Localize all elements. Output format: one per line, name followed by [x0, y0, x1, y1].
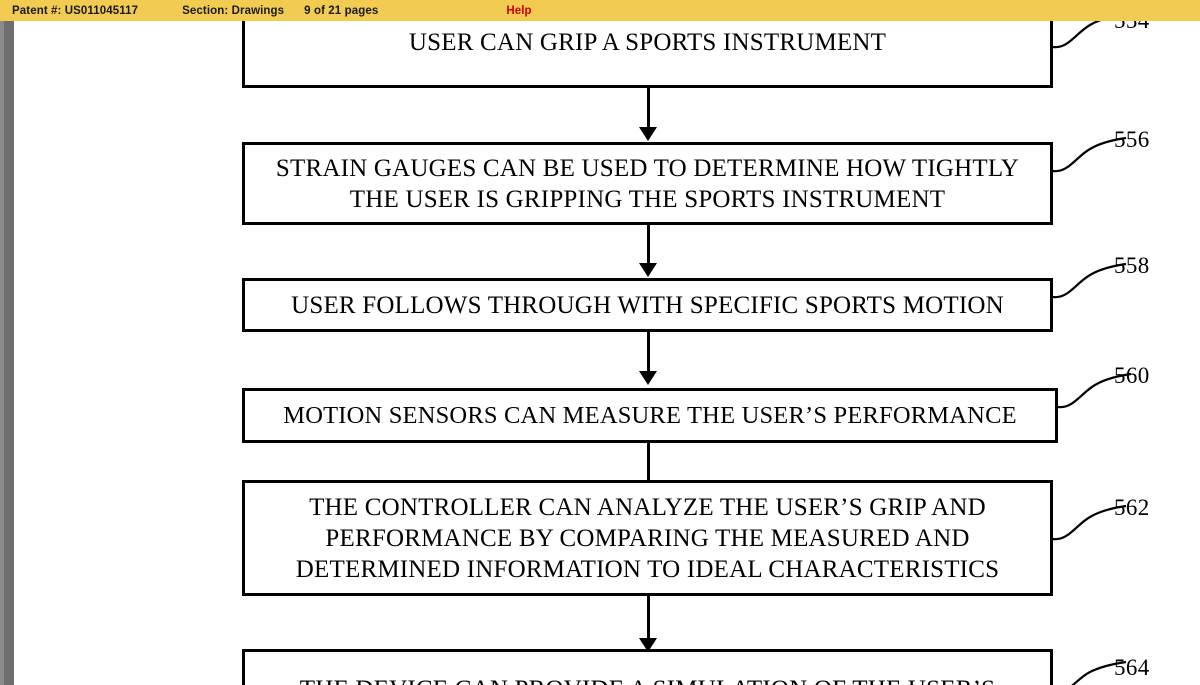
arrowhead-556-558 — [639, 263, 657, 277]
flowchart-box-562-line-3: DETERMINED INFORMATION TO IDEAL CHARACTE… — [295, 555, 1000, 583]
flowchart-box-558: USER FOLLOWS THROUGH WITH SPECIFIC SPORT… — [242, 278, 1053, 332]
reference-numeral-560: 560 — [1114, 363, 1150, 388]
reference-numeral-564: 564 — [1114, 655, 1150, 680]
flowchart-box-562-line-1: THE CONTROLLER CAN ANALYZE THE USER’S GR… — [309, 493, 986, 521]
connector-560-562 — [647, 443, 650, 485]
flowchart-box-556-line-1: STRAIN GAUGES CAN BE USED TO DETERMINE H… — [275, 154, 1020, 182]
flowchart-box-554: USER CAN GRIP A SPORTS INSTRUMENT — [242, 21, 1053, 88]
flowchart-box-556-line-2: THE USER IS GRIPPING THE SPORTS INSTRUME… — [349, 185, 946, 213]
arrowhead-554-556 — [639, 127, 657, 141]
reference-numeral-562: 562 — [1114, 495, 1150, 520]
help-link[interactable]: Help — [506, 4, 532, 17]
flowchart-box-558-line-1: USER FOLLOWS THROUGH WITH SPECIFIC SPORT… — [291, 291, 1004, 319]
connector-554-556 — [647, 88, 650, 129]
reference-numeral-554: 554 — [1114, 21, 1150, 34]
flowchart-box-560-line-1: MOTION SENSORS CAN MEASURE THE USER’S PE… — [283, 402, 1017, 429]
flowchart-box-554-line-1: USER CAN GRIP A SPORTS INSTRUMENT — [408, 29, 887, 56]
connector-558-560 — [647, 332, 650, 373]
reference-numeral-558: 558 — [1114, 253, 1150, 278]
arrowhead-562-564 — [639, 638, 657, 652]
page-left-edge — [14, 21, 23, 685]
connector-562-564 — [647, 596, 650, 640]
flowchart-box-560: MOTION SENSORS CAN MEASURE THE USER’S PE… — [242, 388, 1058, 443]
patent-number-label: Patent #: US011045117 — [12, 4, 139, 17]
reference-numeral-556: 556 — [1114, 127, 1150, 152]
document-toolbar: Patent #: US011045117 Section: Drawings … — [0, 0, 1200, 21]
flowchart-box-556: STRAIN GAUGES CAN BE USED TO DETERMINE H… — [242, 142, 1053, 225]
arrowhead-558-560 — [639, 371, 657, 385]
page-count-label: 9 of 21 pages — [304, 4, 379, 17]
flowchart-box-564: THE DEVICE CAN PROVIDE A SIMULATION OF T… — [242, 649, 1053, 685]
connector-556-558 — [647, 225, 650, 265]
patent-drawing-sheet: USER CAN GRIP A SPORTS INSTRUMENT 554 ST… — [0, 21, 1200, 685]
scrollbar-track-shade — [0, 21, 4, 685]
section-label: Section: Drawings — [182, 4, 285, 17]
flowchart-box-562: THE CONTROLLER CAN ANALYZE THE USER’S GR… — [242, 480, 1053, 596]
flowchart-box-564-line-1: THE DEVICE CAN PROVIDE A SIMULATION OF T… — [300, 674, 995, 685]
left-scrollbar[interactable] — [0, 21, 14, 685]
flowchart-box-562-line-2: PERFORMANCE BY COMPARING THE MEASURED AN… — [325, 524, 970, 552]
